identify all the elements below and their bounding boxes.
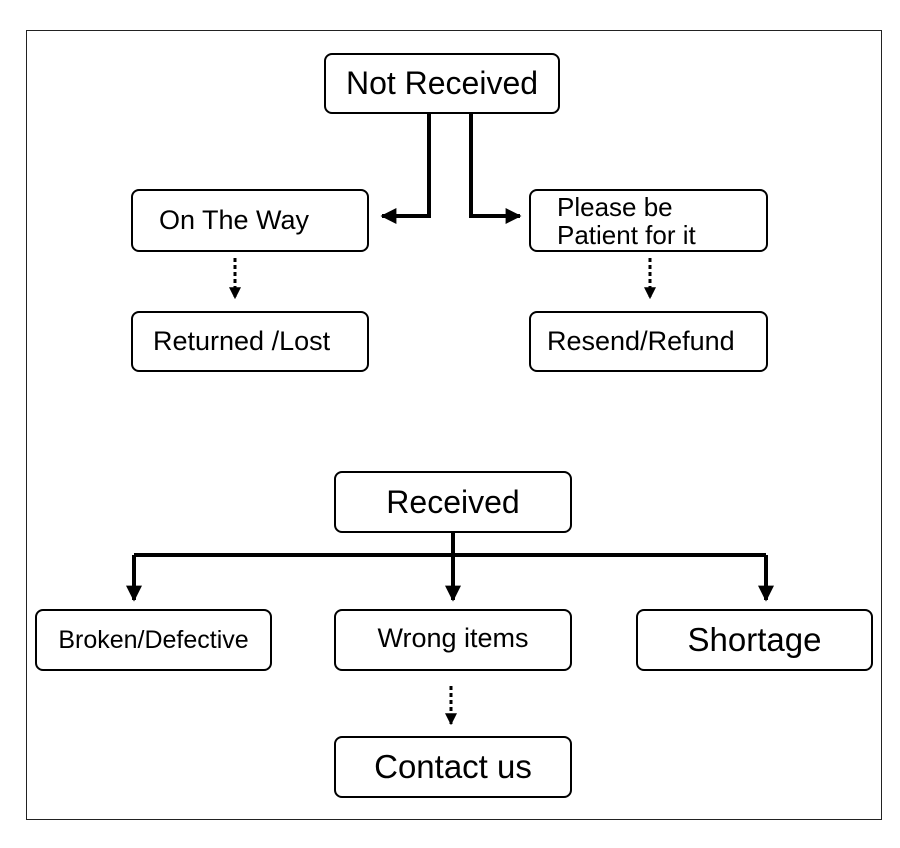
node-returned-lost-label: Returned /Lost <box>153 326 331 356</box>
node-contact-us-label: Contact us <box>374 748 532 785</box>
node-resend-refund: Resend/Refund <box>529 311 768 372</box>
node-wrong-items: Wrong items <box>334 609 572 671</box>
arrow-not-received-to-please-be-patient <box>469 114 522 224</box>
node-shortage-label: Shortage <box>687 621 822 658</box>
node-on-the-way-label: On The Way <box>159 205 310 235</box>
node-resend-refund-label: Resend/Refund <box>547 326 735 356</box>
node-broken-defective-label: Broken/Defective <box>58 625 249 654</box>
node-on-the-way: On The Way <box>131 189 369 252</box>
node-please-be-patient-line1: Please be <box>557 191 673 222</box>
node-received: Received <box>334 471 572 533</box>
node-returned-lost: Returned /Lost <box>131 311 369 372</box>
node-not-received: Not Received <box>324 53 560 114</box>
node-broken-defective: Broken/Defective <box>35 609 272 671</box>
node-shortage: Shortage <box>636 609 873 671</box>
node-received-label: Received <box>386 483 520 520</box>
node-not-received-label: Not Received <box>345 65 539 101</box>
node-wrong-items-label: Wrong items <box>377 623 529 653</box>
node-contact-us: Contact us <box>334 736 572 798</box>
diagram-frame <box>26 30 882 820</box>
node-please-be-patient: Please be Patient for it <box>529 189 768 252</box>
node-please-be-patient-line2: Patient for it <box>557 219 696 250</box>
arrow-not-received-to-on-the-way <box>380 114 431 224</box>
